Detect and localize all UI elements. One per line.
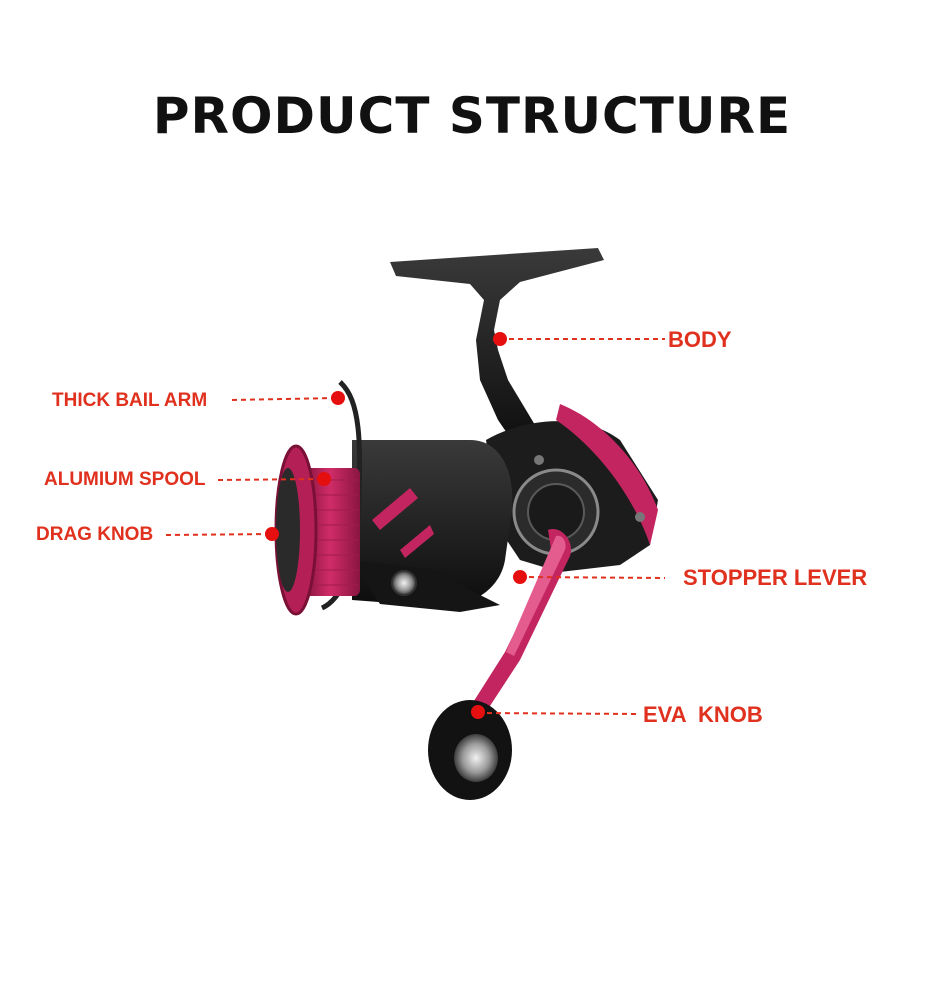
- reel-handle: [472, 529, 571, 712]
- page-title: PRODUCT STRUCTURE: [152, 87, 792, 145]
- leader-lines: [165, 338, 666, 715]
- label-alumium-spool: ALUMIUM SPOOL: [44, 469, 206, 490]
- spool-dot: [317, 472, 331, 486]
- label-thick-bail-arm: THICK BAIL ARM: [52, 390, 208, 411]
- stopper-lever-dot: [513, 570, 527, 584]
- drag-knob-dot: [265, 527, 279, 541]
- label-drag-knob: DRAG KNOB: [36, 524, 154, 545]
- reel-body: [486, 404, 658, 572]
- label-stopper-lever: STOPPER LEVER: [683, 565, 868, 590]
- label-eva-knob: EVA KNOB: [643, 702, 763, 727]
- leader-dots: [265, 332, 527, 719]
- label-body: BODY: [668, 327, 732, 352]
- reel-spool: [274, 444, 360, 616]
- eva-knob-shape: [428, 700, 512, 800]
- body-dot: [493, 332, 507, 346]
- bail-arm-dot: [331, 391, 345, 405]
- eva-knob-dot: [471, 705, 485, 719]
- reel-foot: [390, 248, 604, 452]
- reel-rotor: [350, 440, 513, 612]
